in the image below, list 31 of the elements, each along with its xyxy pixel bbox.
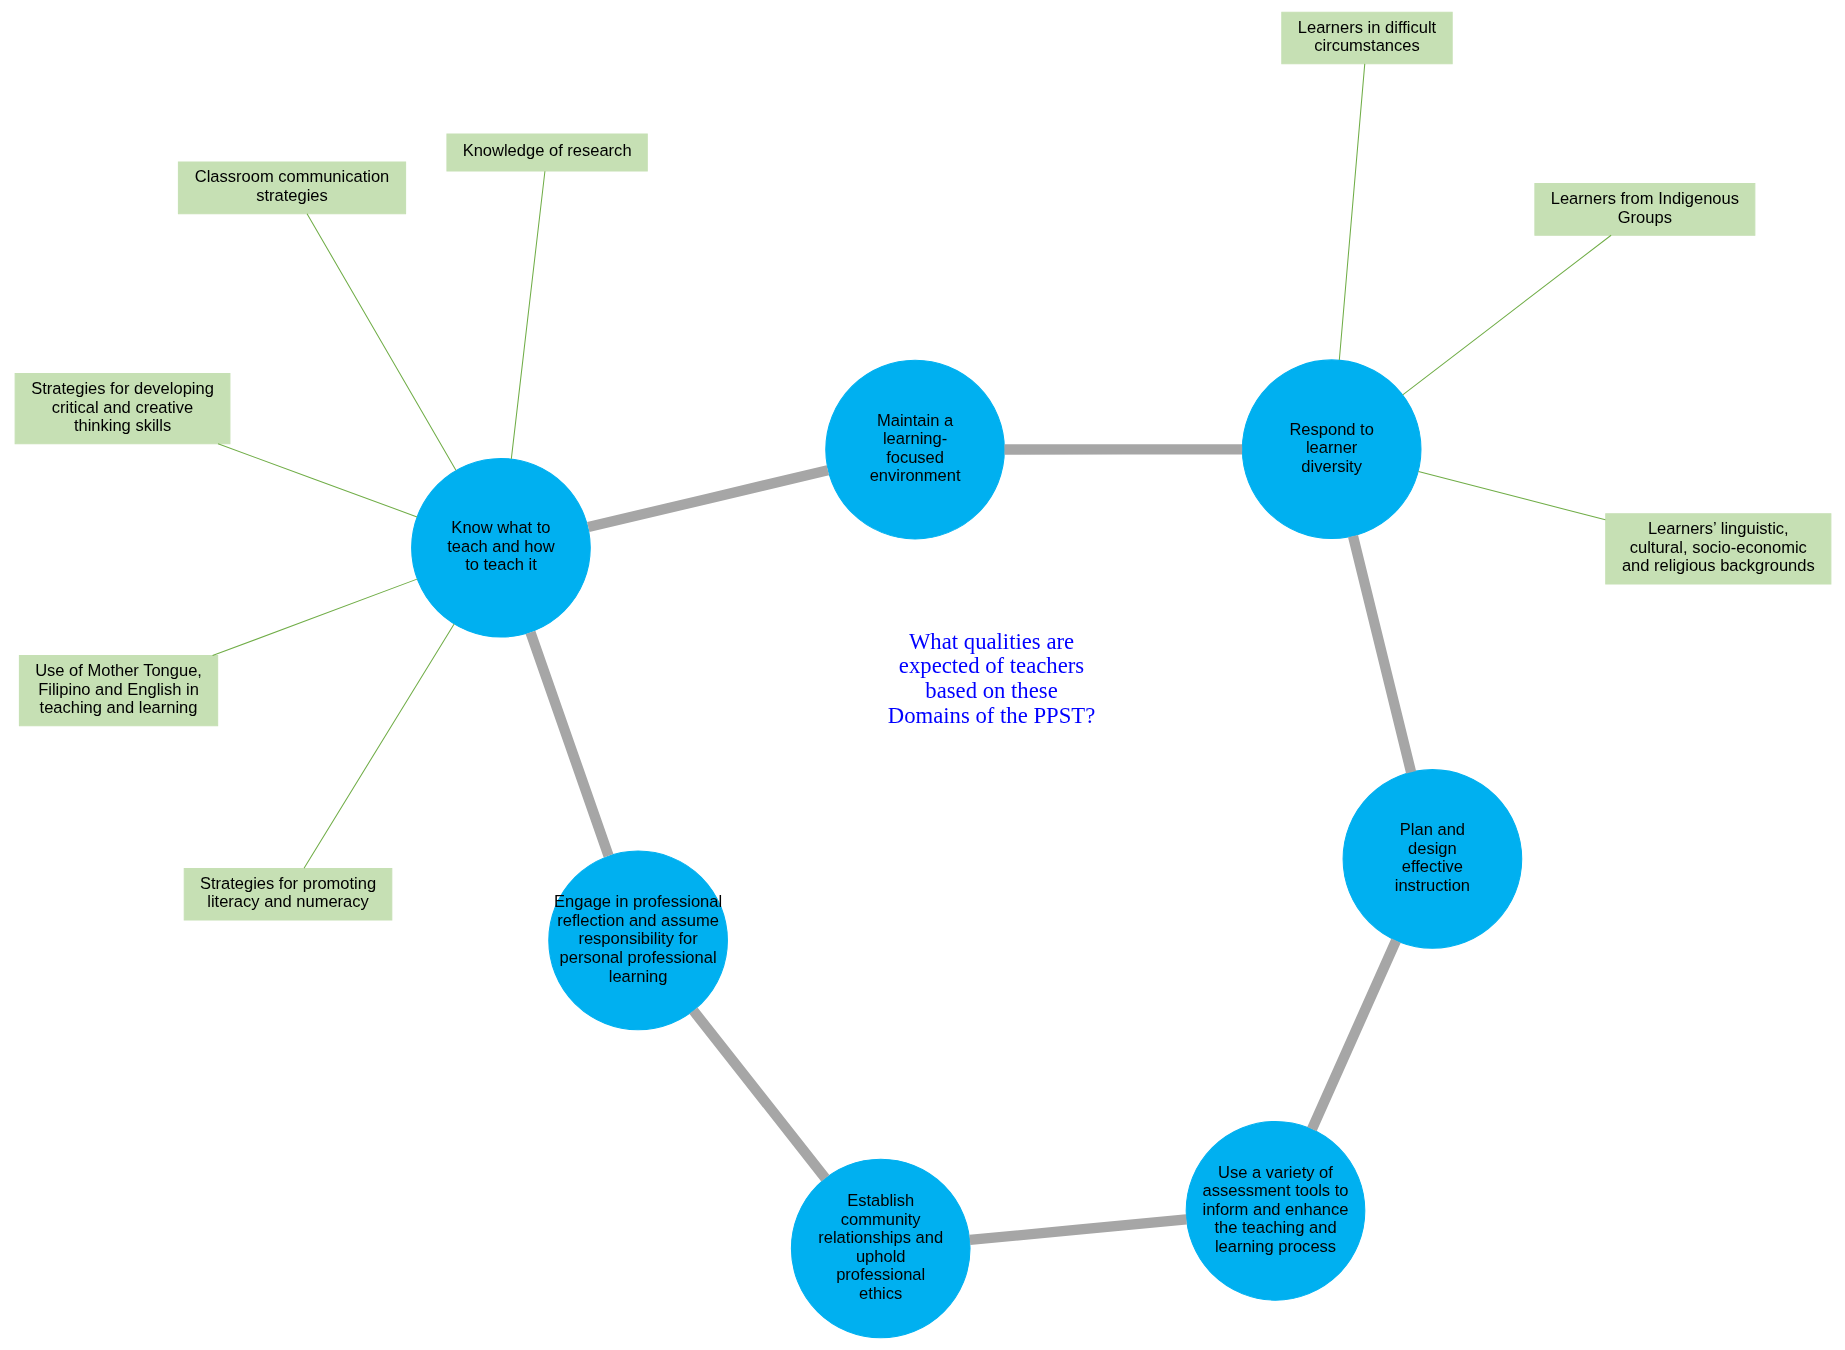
connector bbox=[525, 630, 613, 858]
node-box: Knowledge of research bbox=[445, 133, 648, 172]
connector bbox=[1003, 444, 1242, 455]
connector bbox=[688, 1007, 829, 1182]
node-circle: Maintain a learning-focused environment bbox=[824, 359, 1005, 540]
node-box: Learners’ linguistic, cultural, socio-economic and religious backgrounds bbox=[1604, 513, 1831, 585]
node-circle: Plan and design effective instruction bbox=[1342, 769, 1522, 949]
node-box: Strategies for promoting literacy and numeracy bbox=[183, 867, 392, 921]
node-box: Classroom communication strategies bbox=[177, 161, 406, 215]
connector bbox=[1306, 938, 1401, 1132]
connector bbox=[968, 1214, 1187, 1246]
connector bbox=[1347, 534, 1416, 774]
connector bbox=[211, 578, 418, 657]
node-circle: Engage in professional reflection and assume responsibility for personal professional learning bbox=[547, 850, 728, 1031]
node-circle: Use a variety of assessment tools to inform and enhance the teaching and learning process bbox=[1185, 1120, 1365, 1301]
node-box: Learners from Indigenous Groups bbox=[1533, 183, 1755, 236]
connector bbox=[306, 213, 456, 471]
connector bbox=[303, 623, 455, 869]
connector bbox=[510, 170, 545, 460]
node-circle: Respond to learner diversity bbox=[1241, 359, 1421, 540]
node-box: Learners in difficult circumstances bbox=[1280, 11, 1453, 65]
connector bbox=[1401, 234, 1612, 396]
connector bbox=[1417, 471, 1606, 521]
label: What qualities are expected of teachers based on these Domains of the PPST? bbox=[887, 628, 1095, 728]
connector bbox=[217, 443, 418, 518]
node-circle: Know what to teach and how to teach it bbox=[410, 457, 591, 638]
node-box: Use of Mother Tongue, Filipino and English in teaching and learning bbox=[18, 655, 218, 727]
connector bbox=[586, 465, 829, 533]
connector bbox=[1338, 63, 1365, 361]
node-box: Strategies for developing critical and creative thinking skills bbox=[14, 373, 230, 445]
node-circle: Establish community relationships and uphold professional ethics bbox=[790, 1158, 971, 1339]
